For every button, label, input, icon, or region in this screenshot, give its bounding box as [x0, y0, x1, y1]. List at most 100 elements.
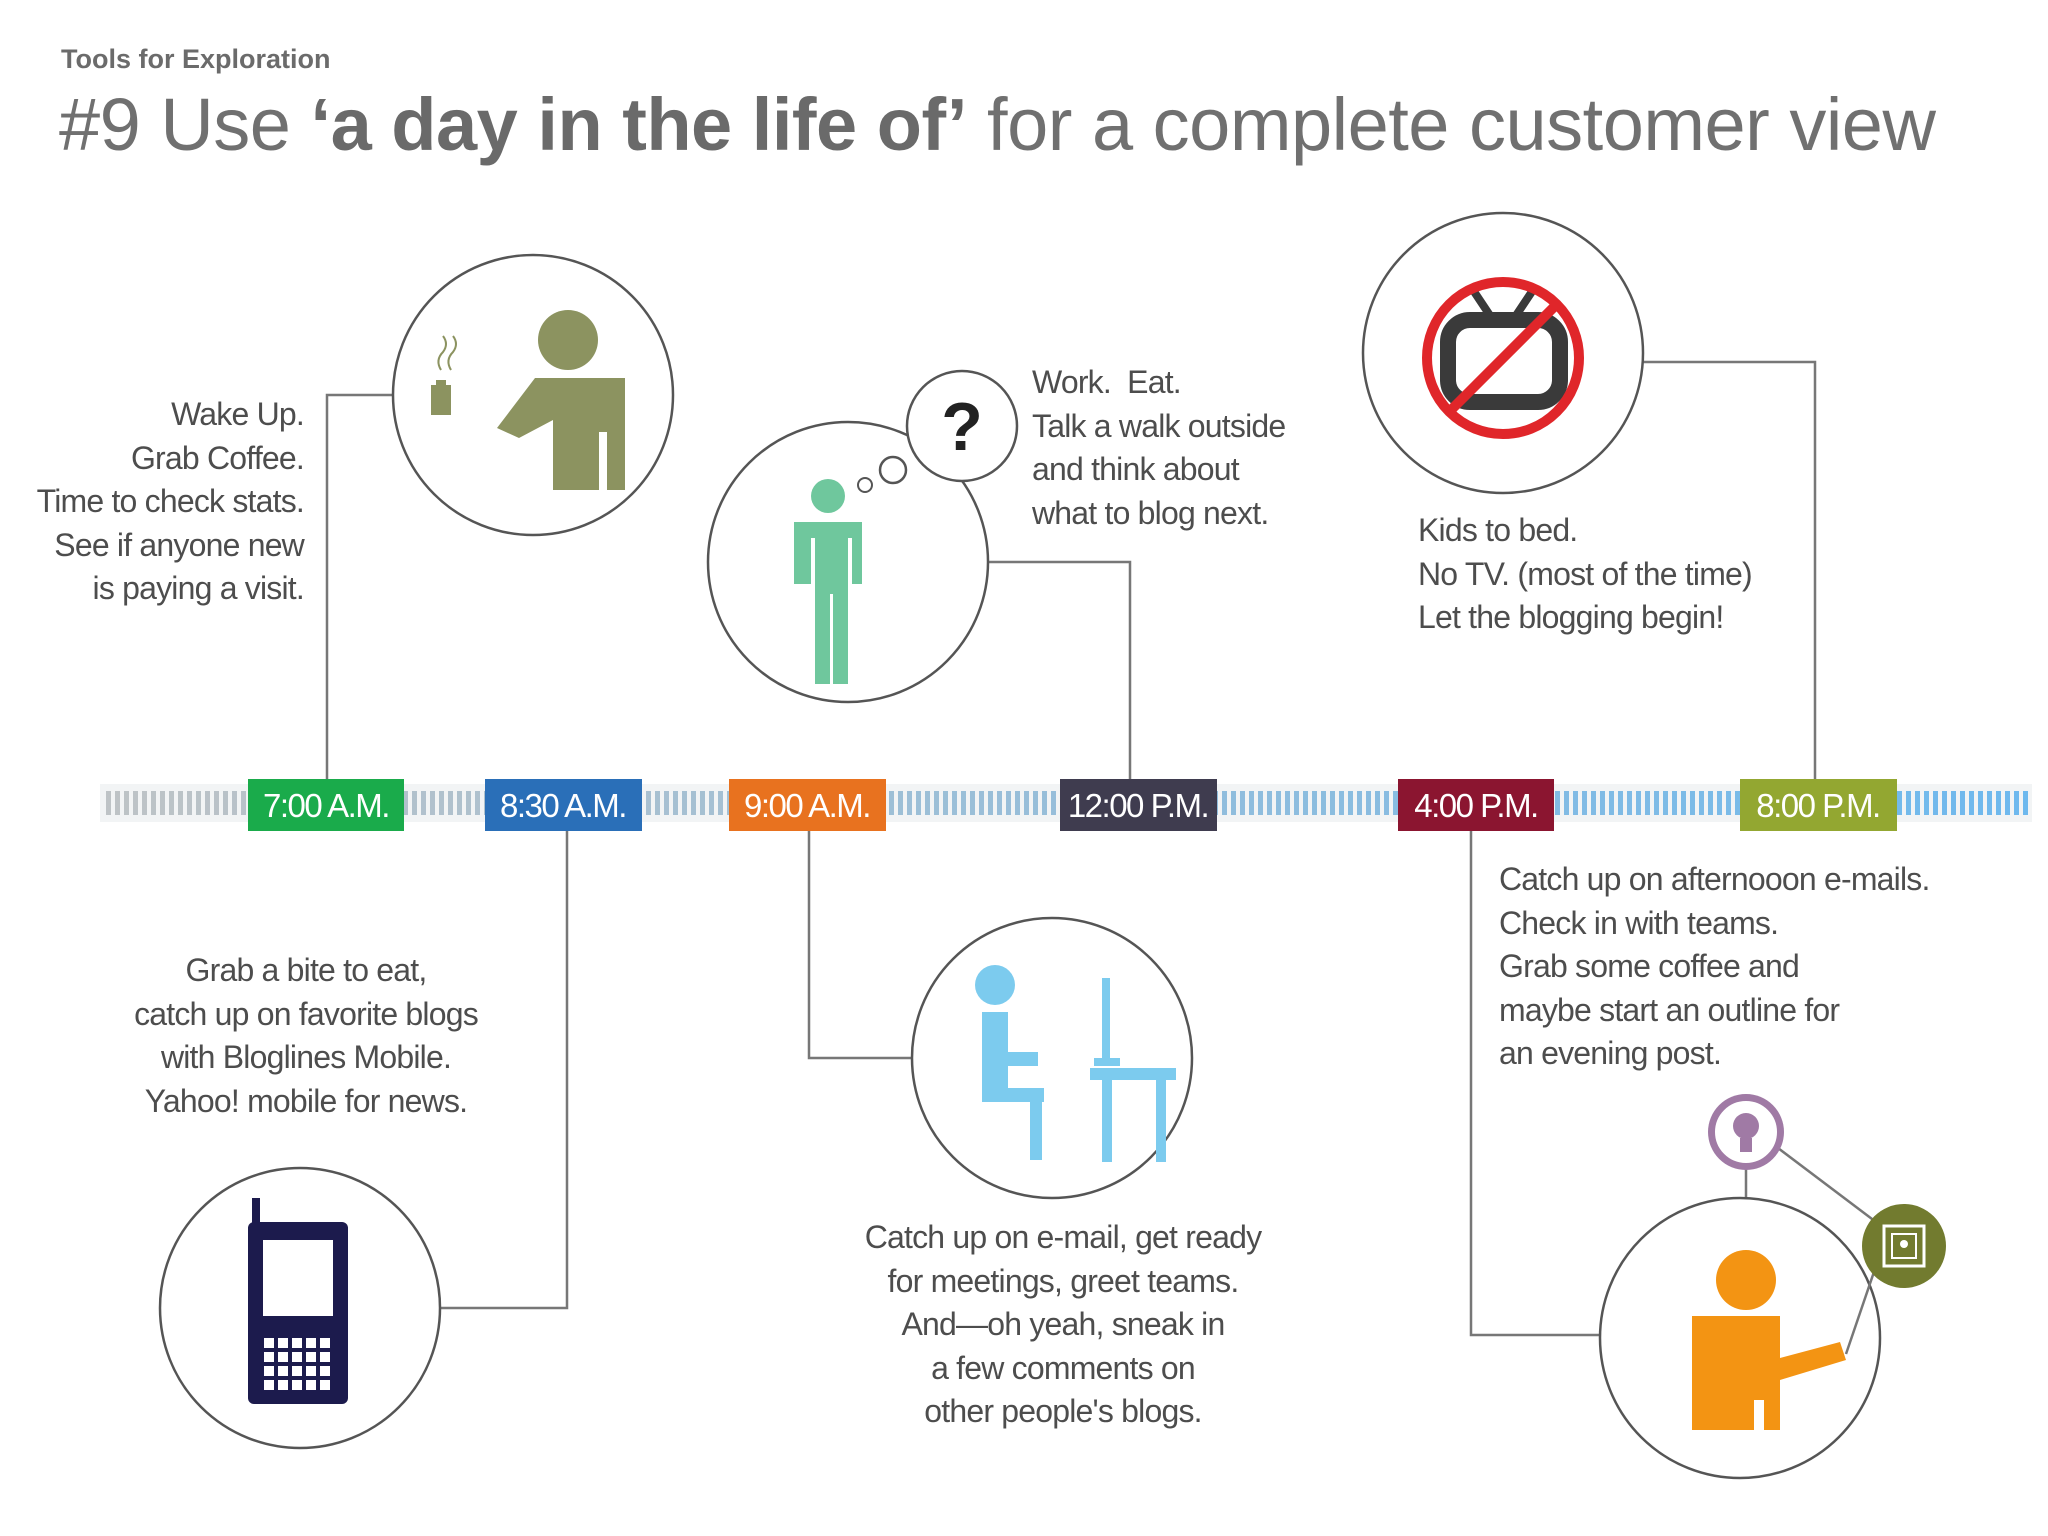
person-with-ideas-icon	[1598, 1094, 1946, 1480]
ruler-tick	[970, 791, 975, 815]
connector-12pm	[988, 560, 1132, 779]
ruler-tick	[1915, 791, 1920, 815]
ruler-tick	[1978, 791, 1983, 815]
connector-lines	[325, 360, 1817, 1337]
connector-7am	[325, 393, 393, 779]
connector-9am	[807, 831, 914, 1060]
ruler-tick	[1321, 791, 1326, 815]
time-label-830am-bg	[485, 779, 642, 831]
time-label-4pm-text: 4:00 P.M.	[1414, 787, 1537, 824]
ruler-tick	[466, 791, 471, 815]
ruler-tick	[1690, 791, 1695, 815]
phone-key	[320, 1380, 330, 1390]
ruler-tick	[988, 791, 993, 815]
note-4pm: Catch up on afternooon e-mails. Check in…	[1499, 861, 1930, 1071]
ruler-tick	[979, 791, 984, 815]
ruler-tick	[1654, 791, 1659, 815]
ruler-tick	[1672, 791, 1677, 815]
ruler-tick	[1717, 791, 1722, 815]
ruler-tick	[1609, 791, 1614, 815]
ruler-tick	[1573, 791, 1578, 815]
ruler-tick	[1645, 791, 1650, 815]
ruler-tick	[1555, 791, 1560, 815]
ruler-tick	[1924, 791, 1929, 815]
ruler-tick	[1933, 791, 1938, 815]
ruler-tick	[430, 791, 435, 815]
ruler-tick	[448, 791, 453, 815]
ruler-tick	[1663, 791, 1668, 815]
ruler-tick	[700, 791, 705, 815]
ruler-tick	[403, 791, 408, 815]
ruler-tick	[1681, 791, 1686, 815]
ruler-tick	[1942, 791, 1947, 815]
ruler-tick	[718, 791, 723, 815]
ruler-tick	[1600, 791, 1605, 815]
no-tv-icon	[1361, 211, 1645, 495]
ruler-tick	[241, 791, 246, 815]
time-label-9am: 9:00 A.M.	[729, 779, 886, 831]
phone-key	[264, 1338, 274, 1348]
time-label-4pm-bg	[1398, 779, 1554, 831]
ruler-tick	[2005, 791, 2010, 815]
thinking-person-icon: ?	[706, 369, 1019, 704]
ruler-tick	[1024, 791, 1029, 815]
ruler-tick	[1951, 791, 1956, 815]
title-number: #9 Use	[59, 83, 311, 166]
person-at-desk-icon	[910, 916, 1194, 1200]
ruler-tick	[907, 791, 912, 815]
ruler-tick	[682, 791, 687, 815]
ruler-tick	[1366, 791, 1371, 815]
ruler-tick	[1735, 791, 1740, 815]
ruler-tick	[1996, 791, 2001, 815]
ruler-tick	[205, 791, 210, 815]
connector-8pm	[1641, 360, 1817, 779]
ruler-tick	[1033, 791, 1038, 815]
mobile-phone-icon	[158, 1166, 442, 1450]
ruler-tick	[232, 791, 237, 815]
ruler-tick	[655, 791, 660, 815]
ruler-tick	[124, 791, 129, 815]
ruler-tick	[196, 791, 201, 815]
phone-key	[306, 1366, 316, 1376]
ruler-tick	[1231, 791, 1236, 815]
title-rest: for a complete customer view	[966, 83, 1936, 166]
note-7am: Wake Up. Grab Coffee. Time to check stat…	[36, 396, 305, 606]
ruler-tick	[1564, 791, 1569, 815]
ruler-tick	[187, 791, 192, 815]
ruler-tick	[1384, 791, 1389, 815]
ruler-tick	[1969, 791, 1974, 815]
ruler-tick	[1897, 791, 1902, 815]
question-mark-icon: ?	[941, 389, 983, 465]
connector-4pm	[1469, 831, 1600, 1337]
time-label-12pm: 12:00 P.M.	[1060, 779, 1217, 831]
phone-key	[306, 1352, 316, 1362]
phone-key	[292, 1352, 302, 1362]
ruler-tick	[1339, 791, 1344, 815]
ruler-tick	[214, 791, 219, 815]
ruler-tick	[1591, 791, 1596, 815]
time-labels: 7:00 A.M. 8:30 A.M. 9:00 A.M. 12:00 P.M.…	[248, 779, 1897, 831]
time-label-9am-bg	[729, 779, 886, 831]
ruler-tick	[1618, 791, 1623, 815]
time-label-12pm-text: 12:00 P.M.	[1068, 787, 1208, 824]
ruler-tick	[1357, 791, 1362, 815]
ruler-tick	[1006, 791, 1011, 815]
ruler-tick	[115, 791, 120, 815]
ruler-tick	[646, 791, 651, 815]
ruler-tick	[1051, 791, 1056, 815]
time-label-8pm: 8:00 P.M.	[1740, 779, 1897, 831]
ruler-tick	[133, 791, 138, 815]
time-label-9am-text: 9:00 A.M.	[744, 787, 870, 824]
phone-key	[320, 1338, 330, 1348]
ruler-tick	[997, 791, 1002, 815]
ruler-tick	[1726, 791, 1731, 815]
ruler-tick	[1222, 791, 1227, 815]
ruler-tick	[475, 791, 480, 815]
phone-key	[320, 1352, 330, 1362]
note-830am: Grab a bite to eat, catch up on favorite…	[134, 952, 479, 1119]
ruler-tick	[2014, 791, 2019, 815]
ruler-tick	[709, 791, 714, 815]
ruler-tick	[1906, 791, 1911, 815]
phone-key	[264, 1380, 274, 1390]
ruler-tick	[1987, 791, 1992, 815]
